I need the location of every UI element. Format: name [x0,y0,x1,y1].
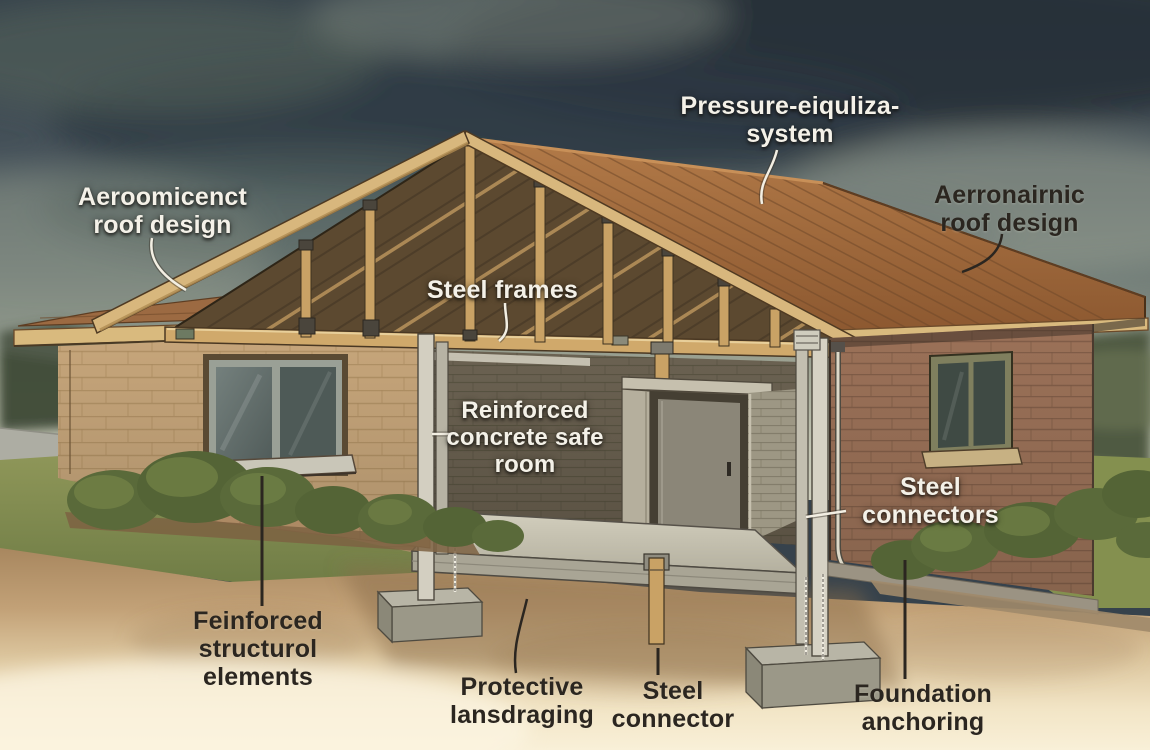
safe-room [621,341,798,557]
post-top-connector-plate [793,329,821,351]
safe-room-door [658,399,740,545]
door-handle [727,462,731,476]
interior-cutaway [410,341,807,595]
gable-trim [91,129,863,354]
interior-ledger [432,352,590,366]
truss-studs [298,145,781,348]
left-cut-post [417,333,435,601]
left-cut-post-rear [435,341,449,555]
leader-lines [148,149,1004,679]
bushes-left [67,451,524,552]
right-cut-post [811,337,829,657]
leader-aero-right [961,233,1004,274]
bushes-right [871,470,1150,580]
leader-protective-landscaping [513,598,529,674]
right-window [921,350,1023,469]
leader-steel-frames [498,302,509,342]
foundation-piers-posts [376,329,882,710]
leader-steel-connectors [805,509,847,519]
bushes [67,451,1150,580]
leader-aero-left [150,237,187,292]
right-window-sill [921,447,1023,469]
hanging-post [643,553,670,645]
leader-pressure-system [760,149,779,205]
